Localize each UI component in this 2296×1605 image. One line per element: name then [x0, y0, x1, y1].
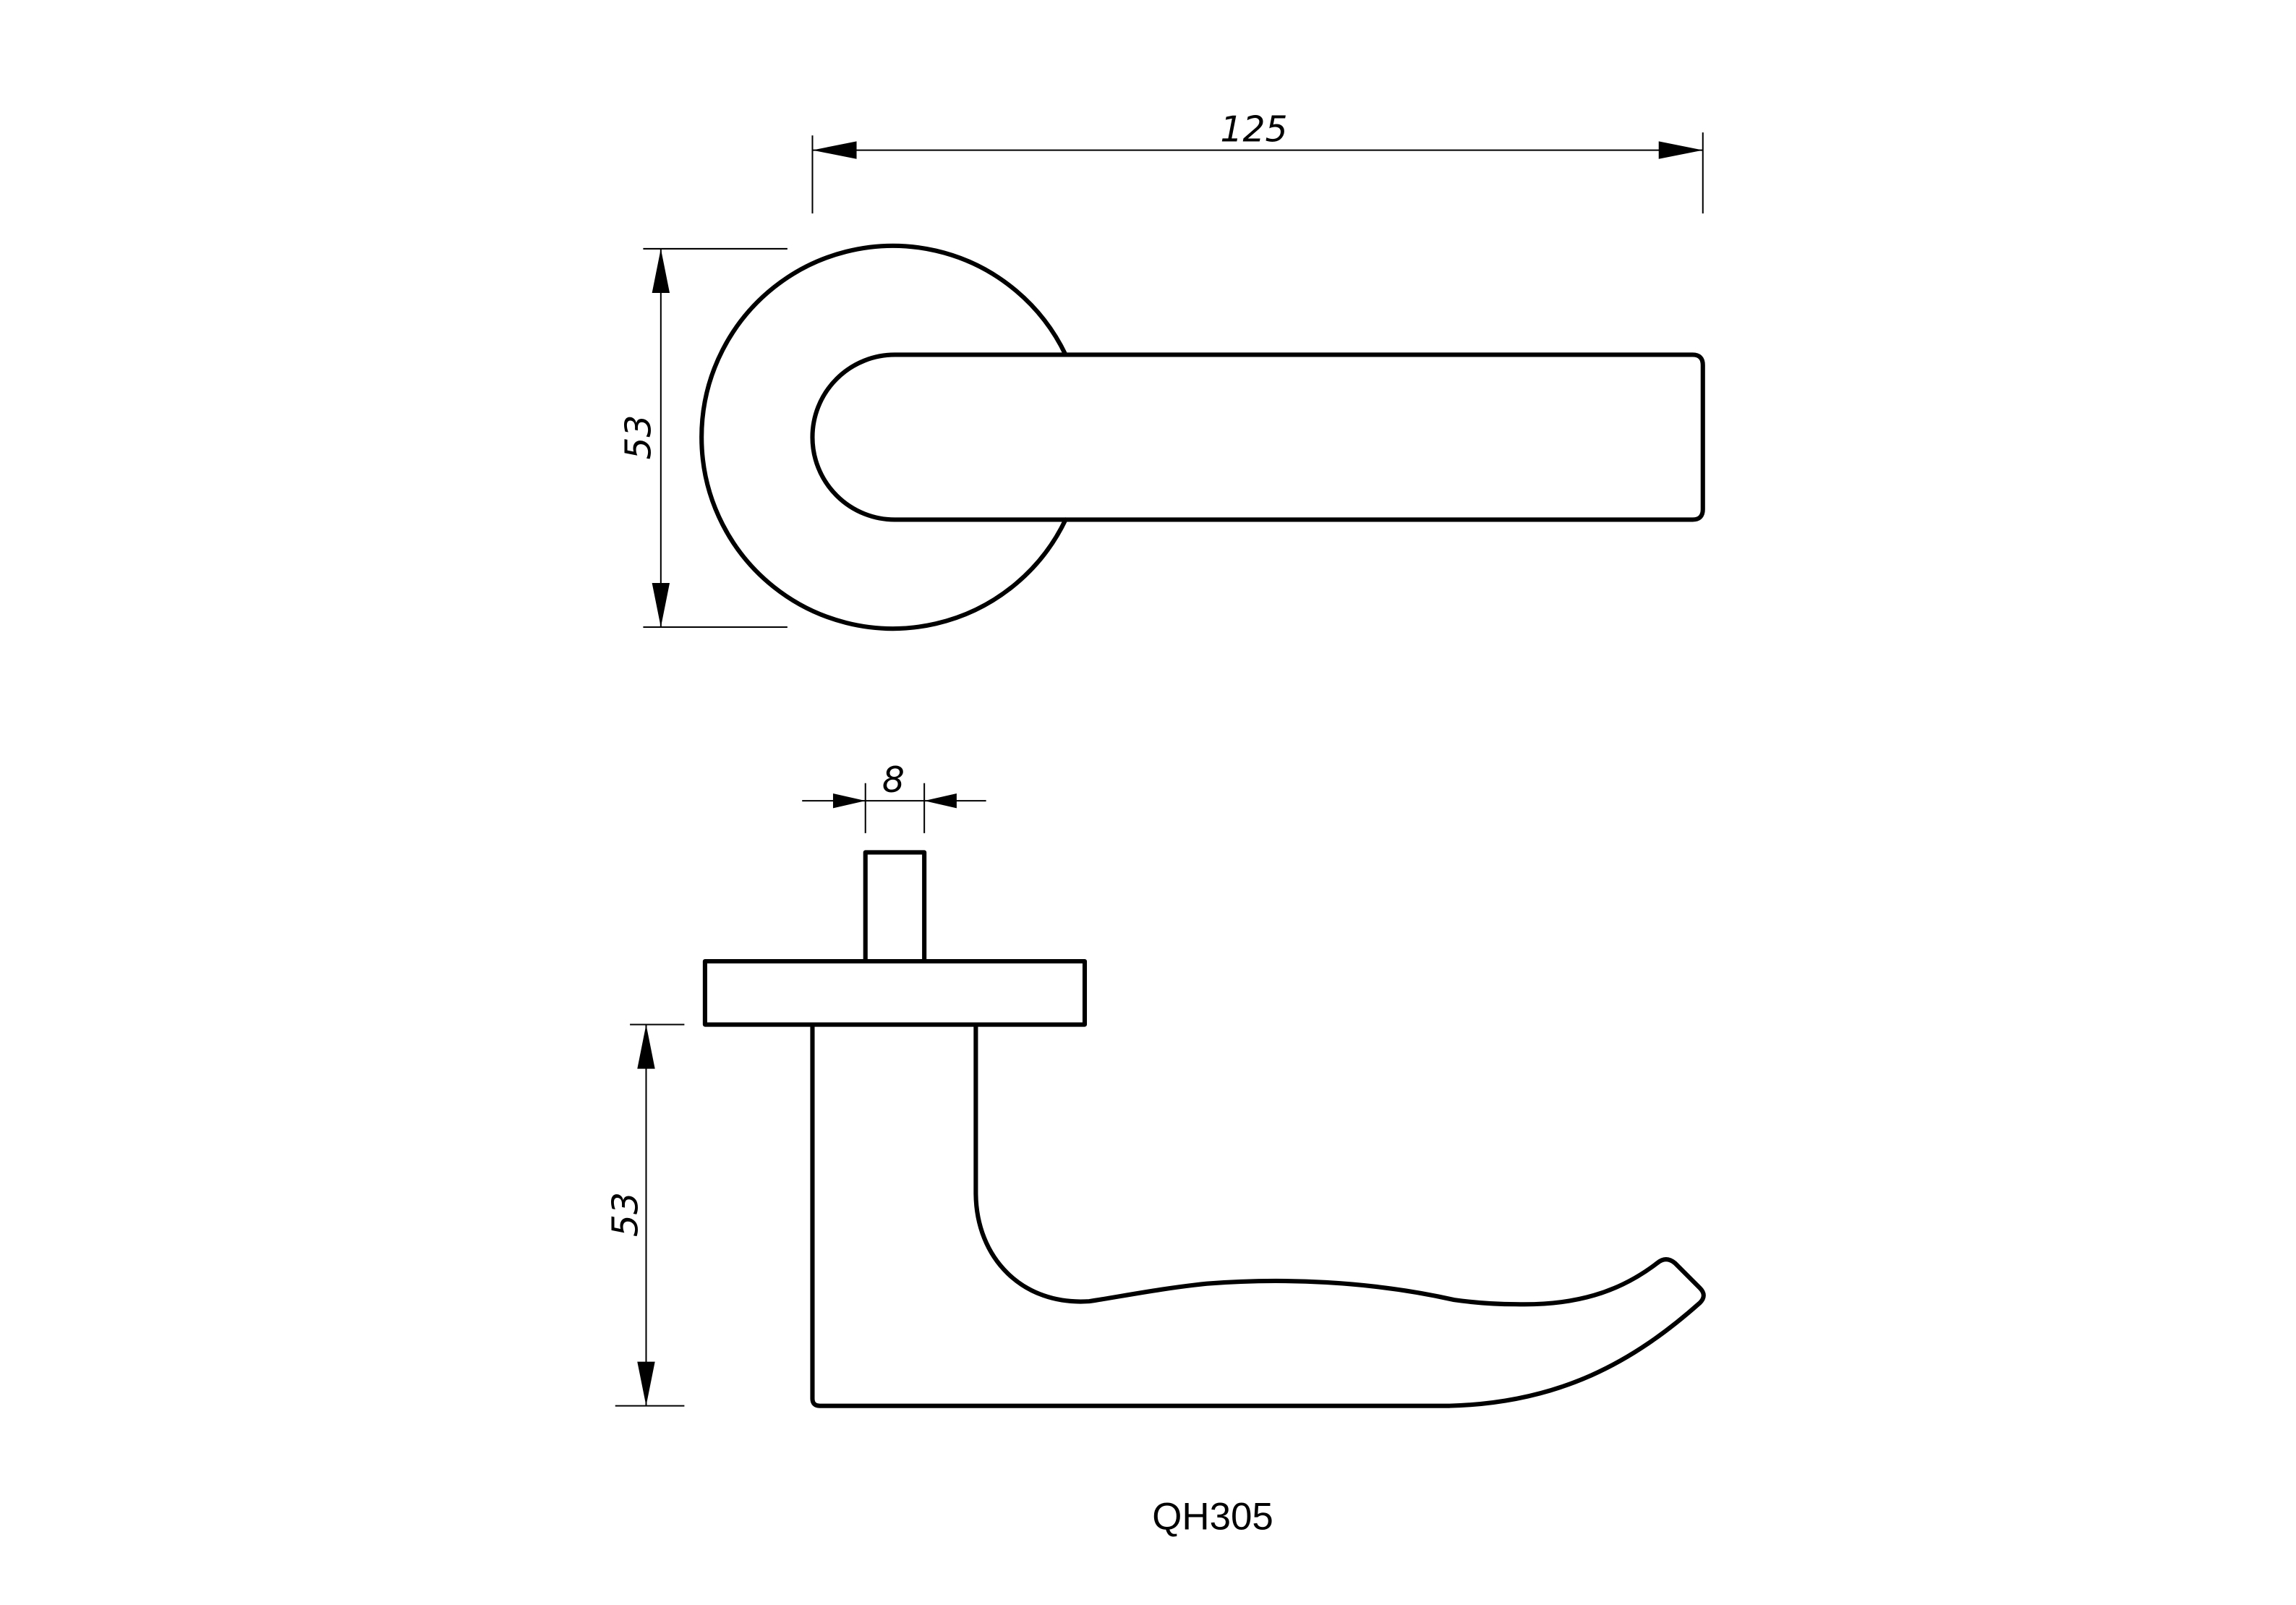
top-view: 125 53 — [618, 108, 1705, 631]
spindle-width-dimension: 8 — [802, 759, 986, 833]
spindle — [863, 850, 927, 964]
rosette-side — [702, 958, 1088, 1027]
length-dimension-text: 125 — [1220, 108, 1287, 150]
lever-top-outline — [810, 352, 1705, 522]
rosette-outline — [699, 243, 1068, 631]
rosette-diameter-text: 53 — [618, 414, 660, 459]
spindle-width-text: 8 — [882, 759, 905, 801]
lever-side-outline — [810, 1022, 1706, 1408]
side-view: 8 53 — [605, 759, 1706, 1408]
rosette-diameter-dimension: 53 — [618, 247, 788, 629]
projection-dimension-text: 53 — [605, 1192, 646, 1237]
length-dimension: 125 — [811, 108, 1704, 214]
model-label: QH305 — [1152, 1496, 1273, 1538]
projection-dimension: 53 — [605, 1023, 685, 1407]
